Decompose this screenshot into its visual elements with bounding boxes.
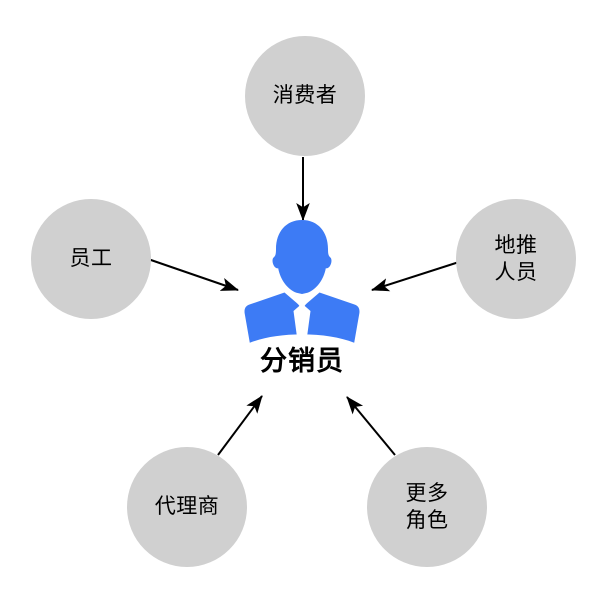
node-distributor[interactable]: 分销员 <box>232 218 372 393</box>
node-agent[interactable]: 代理商 <box>127 447 247 567</box>
edge-promoter-to-distributor <box>371 261 460 292</box>
node-more-roles-label: 更多 角色 <box>405 480 449 532</box>
node-agent-label: 代理商 <box>154 494 220 519</box>
node-distributor-label: 分销员 <box>260 346 344 377</box>
node-employee-label: 员工 <box>69 246 113 271</box>
businessman-avatar-icon <box>244 220 360 344</box>
edge-agent-to-distributor <box>217 395 263 456</box>
node-ground-promoter[interactable]: 地推 人员 <box>456 199 576 319</box>
edge-more-to-distributor <box>346 396 396 456</box>
node-ground-promoter-label: 地推 人员 <box>494 232 538 284</box>
edge-employee-to-distributor <box>147 258 239 291</box>
node-consumer[interactable]: 消费者 <box>245 36 365 156</box>
node-consumer-label: 消费者 <box>272 83 338 108</box>
node-employee[interactable]: 员工 <box>31 199 151 319</box>
node-more-roles[interactable]: 更多 角色 <box>367 447 487 567</box>
